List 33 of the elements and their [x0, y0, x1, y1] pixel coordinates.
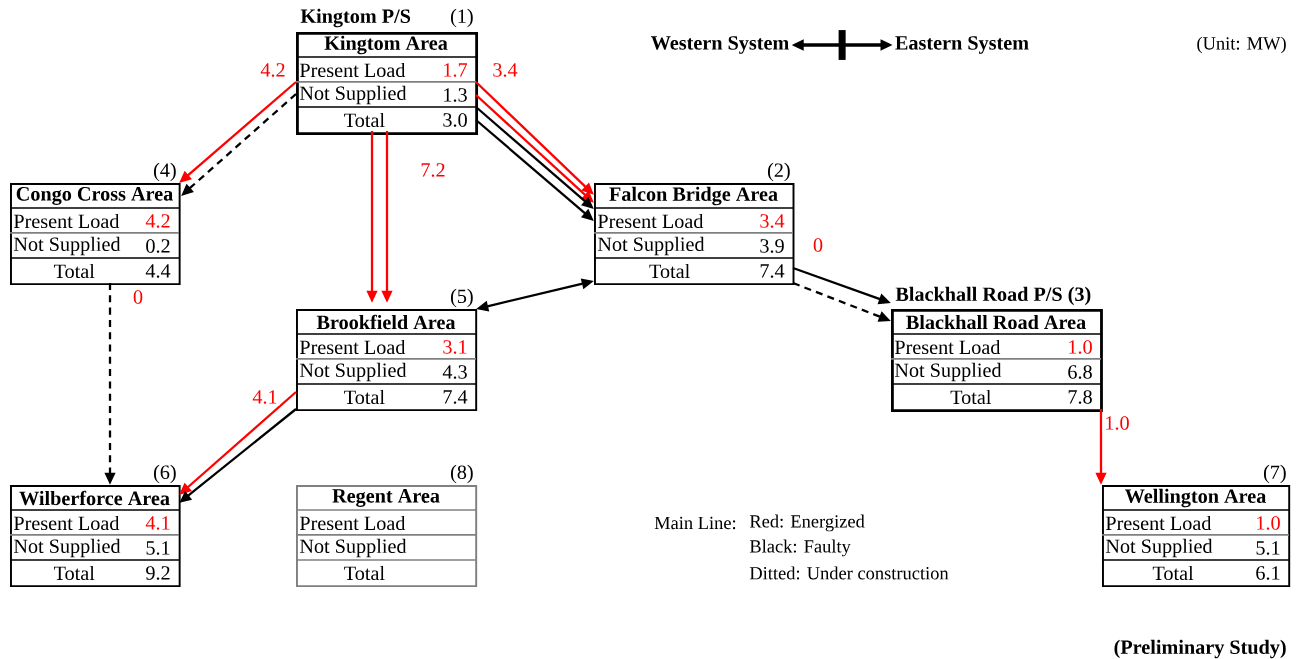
station-title: Kingtom P/S: [300, 8, 411, 28]
edge-label: 0: [811, 236, 825, 254]
area-number: (4): [154, 162, 176, 182]
area-table: Congo Cross Area Present Load 4.2 Not Supplied 0.2 Total 4.4: [9, 183, 181, 286]
area-number: (2): [768, 162, 790, 182]
area-number: (7): [1263, 464, 1286, 484]
area-table: Brookfield Area Present Load 3.1 Not Supplied 4.3 Total 7.4: [295, 309, 478, 412]
edge-label: 1.0: [1102, 414, 1132, 432]
system-label: Western System: [651, 36, 789, 54]
area-number: (8): [451, 464, 473, 484]
legend-text: Ditted: Under construction: [749, 566, 949, 580]
study-note: (Preliminary Study): [1114, 639, 1286, 659]
edge-label: 4.2: [258, 61, 288, 79]
area-table: Wellington Area Present Load 1.0 Not Supplied 5.1 Total 6.1: [1101, 485, 1291, 588]
edge-label: 7.2: [418, 161, 448, 179]
area-number: (1): [451, 8, 473, 28]
area-table: Wilberforce Area Present Load 4.1 Not Supplied 5.1 Total 9.2: [9, 485, 181, 588]
area-table: Kingtom Area Present Load 1.7 Not Supplied 1.3 Total 3.0: [295, 32, 479, 135]
legend-text: Black: Faulty: [749, 539, 851, 557]
area-number: (5): [451, 288, 473, 308]
area-number: (6): [154, 464, 176, 484]
legend-heading: Main Line:: [654, 516, 736, 530]
unit-note: (Unit: MW): [1197, 36, 1286, 54]
area-table: Falcon Bridge Area Present Load 3.4 Not Supplied 3.9 Total 7.4: [593, 183, 795, 286]
area-table: Regent Area Present Load Not Supplied Total: [295, 485, 478, 588]
area-table: Blackhall Road Area Present Load 1.0 Not Supplied 6.8 Total 7.8: [890, 309, 1103, 412]
legend-text: Red: Energized: [749, 514, 865, 532]
arrow: [475, 81, 594, 195]
station-title: Blackhall Road P/S (3): [895, 286, 1091, 306]
edge-label: 3.4: [490, 61, 520, 79]
edge-label: 4.1: [250, 388, 280, 406]
system-label: Eastern System: [895, 36, 1029, 54]
edge-label: 0: [131, 288, 145, 306]
